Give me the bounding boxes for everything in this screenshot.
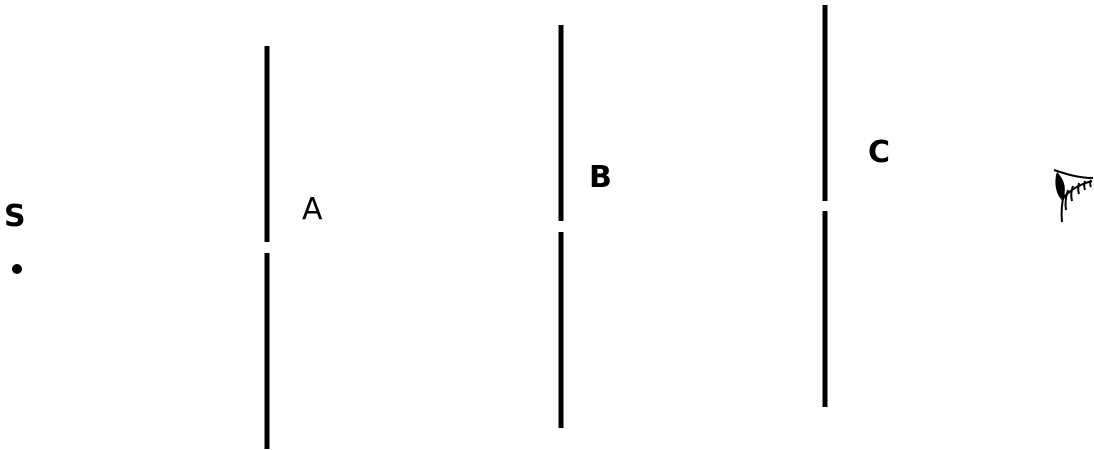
eye-icon: [1053, 169, 1094, 223]
screen-b-label: B: [589, 160, 612, 195]
source-point: [12, 264, 22, 274]
source-label: S: [4, 199, 26, 234]
screen-a-label: A: [302, 192, 323, 227]
screen-c-label: C: [868, 135, 891, 170]
